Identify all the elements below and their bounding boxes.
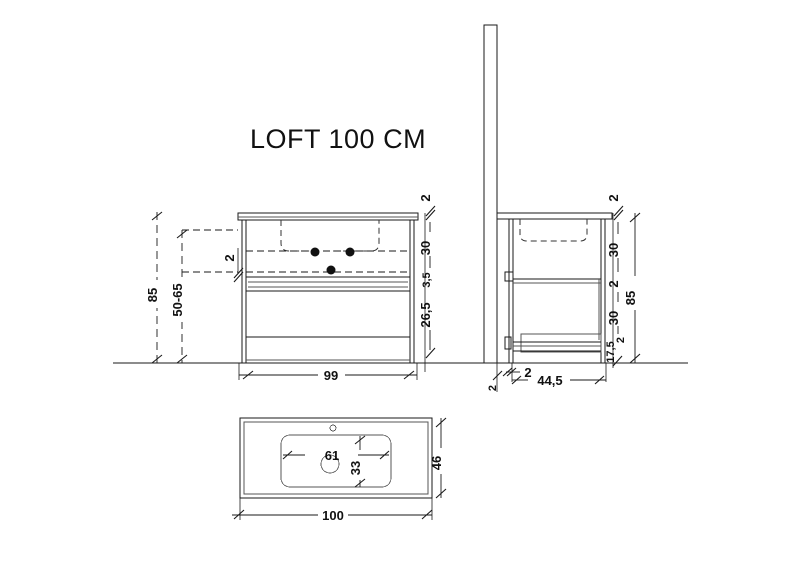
plan-basin-bowl [280, 434, 392, 488]
plan-basin-outer [239, 417, 433, 499]
dim-side-drawer-upper: 30 [606, 243, 621, 257]
side-bracket-upper [504, 271, 514, 282]
front-width-dimension: 99 [238, 363, 418, 383]
dim-front-top-thickness: 2 [418, 194, 433, 201]
dim-front-drawer-upper: 30 [418, 241, 433, 255]
plan-view-group: 61 33 46 100 [232, 417, 447, 523]
side-bracket-lower [504, 336, 512, 350]
side-basin-hidden-outline [519, 219, 588, 242]
plan-dim33-arrow-bottom [354, 478, 366, 488]
dim-side-panel: 2 [606, 280, 621, 287]
side-depth-tick-b [502, 367, 513, 377]
plan-dim46-arrow-top [435, 417, 447, 428]
front-dim-tick-c [425, 347, 436, 359]
plan-width-arrow-right [421, 509, 433, 520]
side-dim85-arrow-top [629, 212, 641, 223]
front-fixing-dot-center [326, 265, 336, 275]
front-countertop [237, 212, 419, 221]
side-countertop [496, 212, 613, 220]
dim-2-left-tick [233, 267, 244, 279]
side-depth-tick-b2 [506, 367, 517, 377]
side-depth-dimensions: 2 2 44,5 [487, 363, 607, 392]
side-dim-tick-c [612, 355, 623, 367]
front-right-dimensions: 2 30 3,5 26,5 [418, 194, 436, 372]
plan-basin-outer-inner [243, 421, 429, 495]
front-left-dimensions: 85 50-65 2 [145, 211, 244, 364]
front-width-arrow-left [242, 370, 254, 380]
plan-dim33-arrow-top [354, 435, 366, 445]
side-dim85-arrow-bottom [629, 353, 641, 364]
dim-side-top-thickness: 2 [606, 194, 621, 201]
front-fixing-dot-right [345, 247, 355, 257]
plan-width-arrow-left [233, 509, 245, 520]
plan-dim61-arrow-right [379, 450, 390, 460]
plan-dim61-arrow-left [282, 450, 293, 460]
dim-85-arrow-bottom [151, 354, 163, 364]
dim-side-back-thickness: 2 [524, 365, 531, 380]
dim-front-total-height: 85 [145, 288, 160, 302]
dim-side-drawer-lower: 30 [606, 311, 621, 325]
front-basin-hidden-outline [280, 220, 380, 252]
dim-front-gap: 3,5 [421, 272, 433, 287]
dim-front-basin-height-range: 50-65 [170, 283, 185, 316]
side-depth-arrow-left [511, 375, 522, 385]
front-width-arrow-right [403, 370, 415, 380]
dim-5065-arrow-top [176, 229, 188, 239]
front-elevation-group [237, 212, 419, 364]
dim-side-back-panel: 2 [487, 385, 499, 391]
dim-5065-arrow-bottom [176, 354, 188, 364]
dim-plan-total-depth: 46 [429, 456, 444, 470]
plan-drain-hole [320, 454, 340, 474]
side-elevation-group [483, 24, 613, 364]
plan-tap-hole [329, 424, 337, 432]
dim-side-base: 17,5 [605, 341, 617, 362]
dim-side-total-height: 85 [623, 291, 638, 305]
side-right-dimensions: 2 30 2 30 17,5 2 85 [605, 194, 641, 368]
dim-plan-bowl-depth: 33 [348, 461, 363, 475]
dim-front-countertop-thickness: 2 [222, 254, 237, 261]
drawing-title: LOFT 100 CM [250, 124, 426, 154]
side-depth-tick-a [492, 370, 503, 381]
dim-side-base-foot: 2 [615, 337, 627, 343]
dim-85-arrow-top [151, 211, 163, 221]
side-dim-tick-a [613, 205, 624, 217]
dim-front-drawer-lower: 26,5 [418, 302, 433, 327]
dim-2-left-tick2 [233, 271, 244, 283]
front-fixing-dot-left [310, 247, 320, 257]
front-cabinet-body [241, 219, 415, 364]
dim-front-width: 99 [324, 368, 338, 383]
dim-plan-bowl-width: 61 [325, 448, 339, 463]
side-depth-arrow-right [594, 375, 605, 385]
dim-side-depth: 44,5 [537, 373, 562, 388]
side-drawer-box [520, 333, 602, 353]
dim-plan-total-width: 100 [322, 508, 344, 523]
plan-dim46-arrow-bottom [435, 488, 447, 499]
front-dim-tick-a [425, 205, 436, 217]
side-dim-tick-b [613, 209, 624, 221]
side-mirror-column [483, 24, 498, 364]
front-dim-tick-b [425, 209, 436, 221]
